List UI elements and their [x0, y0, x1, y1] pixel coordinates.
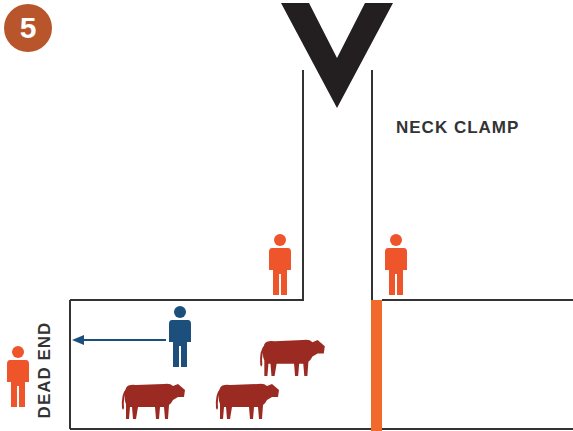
neck-clamp-label: NECK CLAMP — [396, 118, 519, 138]
neck-clamp-symbol — [281, 3, 393, 108]
handler-figures — [7, 234, 407, 407]
handler-figure — [169, 306, 191, 367]
step-number: 5 — [20, 13, 37, 43]
chute-walls — [70, 70, 573, 429]
dead-end-label: DEAD END — [35, 322, 55, 419]
gate-bar — [371, 300, 382, 431]
movement-arrow — [72, 335, 166, 345]
step-number-circle: 5 — [4, 4, 52, 52]
cattle — [122, 340, 325, 419]
